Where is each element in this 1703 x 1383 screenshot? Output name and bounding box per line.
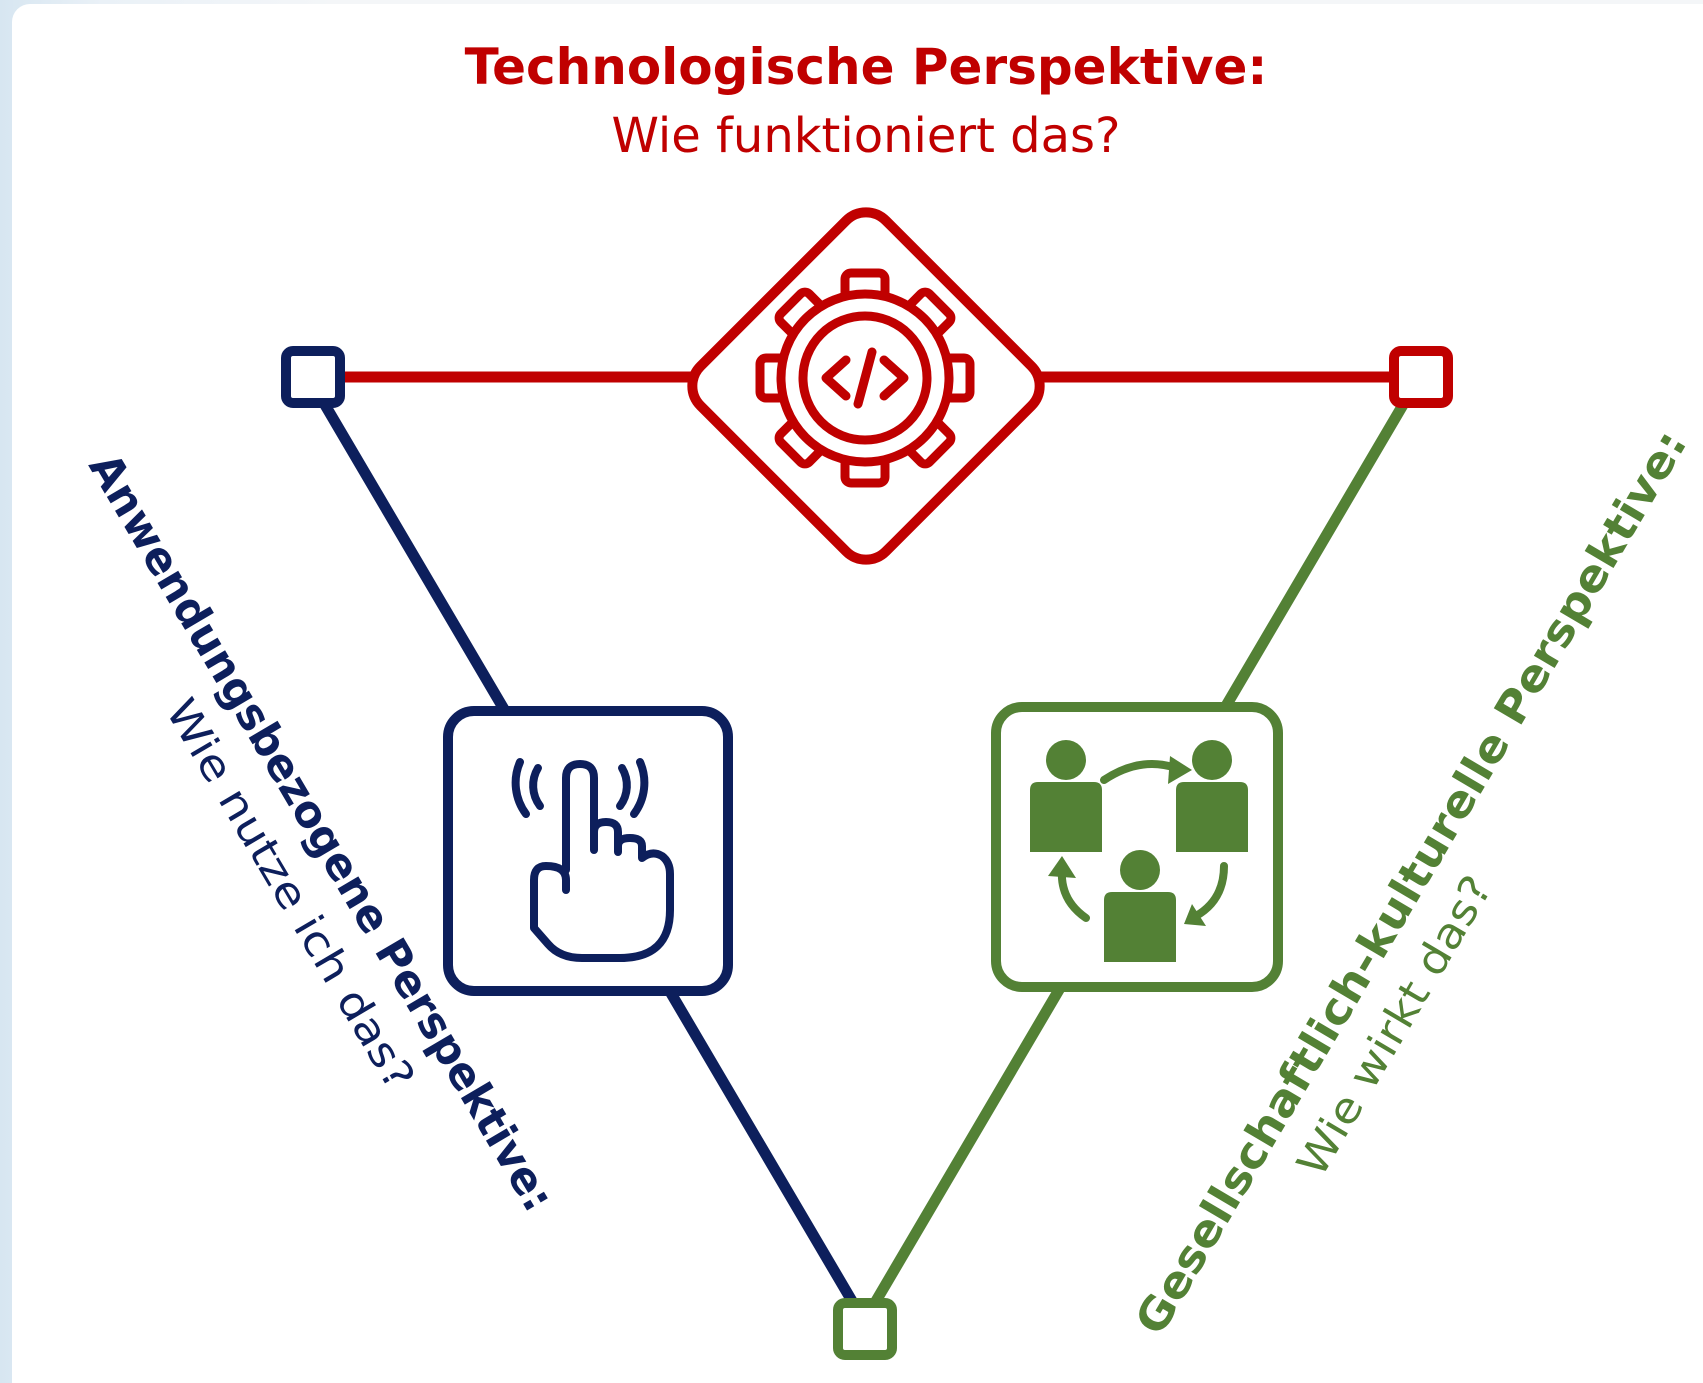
application-node — [443, 706, 733, 996]
vertex-top-left — [281, 346, 345, 408]
people-exchange-icon — [1030, 740, 1248, 962]
technological-label: Technologische Perspektive: Wie funktion… — [465, 38, 1268, 164]
technological-question: Wie funktioniert das? — [611, 108, 1120, 164]
societal-node — [991, 702, 1283, 992]
touch-gesture-icon — [511, 758, 674, 962]
technological-node — [687, 207, 1045, 565]
technological-title: Technologische Perspektive: — [465, 38, 1268, 96]
vertex-top-right — [1389, 346, 1453, 408]
vertex-bottom — [833, 1298, 897, 1360]
gear-code-icon — [755, 268, 975, 488]
